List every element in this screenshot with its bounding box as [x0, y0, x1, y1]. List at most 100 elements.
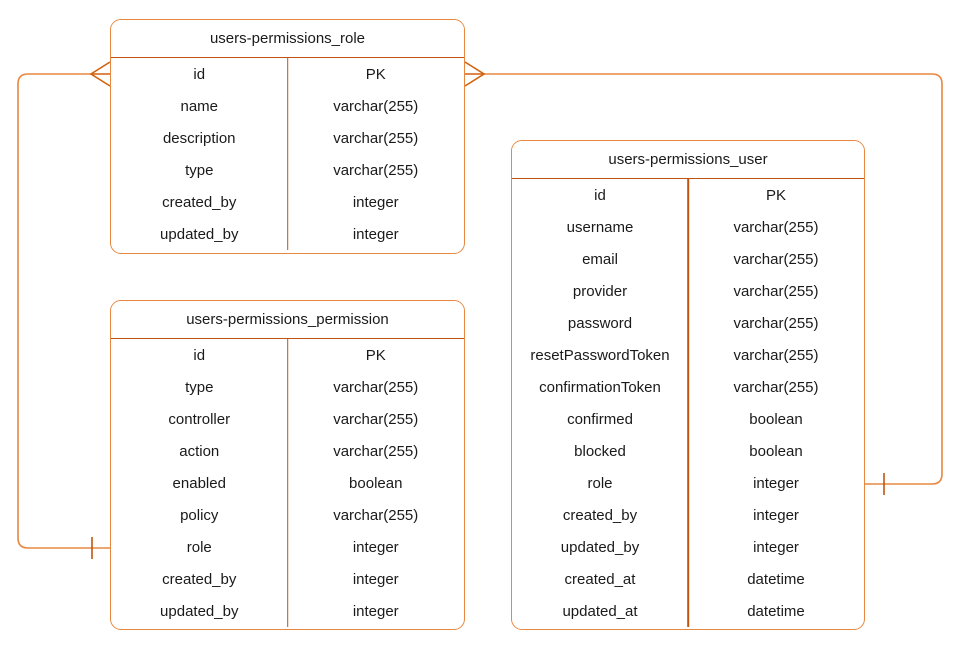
- column-divider-permission: [286, 339, 289, 627]
- entity-title-user: users-permissions_user: [512, 141, 864, 179]
- table-row[interactable]: updated_by integer: [512, 531, 864, 563]
- field-name: confirmed: [567, 410, 633, 428]
- table-row[interactable]: name varchar(255): [111, 90, 464, 122]
- field-name: policy: [180, 506, 219, 524]
- table-row[interactable]: blocked boolean: [512, 435, 864, 467]
- field-name: email: [582, 250, 618, 268]
- field-type: datetime: [747, 570, 805, 588]
- table-row[interactable]: id PK: [512, 179, 864, 211]
- field-type: varchar(255): [333, 378, 419, 396]
- entity-users-permissions-role[interactable]: users-permissions_role id PK name varcha…: [110, 19, 465, 254]
- column-divider-role: [286, 58, 289, 250]
- table-row[interactable]: role integer: [111, 531, 464, 563]
- field-name: resetPasswordToken: [530, 346, 670, 364]
- field-name: enabled: [172, 474, 226, 492]
- field-name: password: [567, 314, 633, 332]
- entity-title-role: users-permissions_role: [111, 20, 464, 58]
- table-row[interactable]: confirmationToken varchar(255): [512, 371, 864, 403]
- table-row[interactable]: description varchar(255): [111, 122, 464, 154]
- field-type: integer: [352, 225, 399, 243]
- field-name: updated_at: [562, 602, 638, 620]
- field-name: action: [179, 442, 220, 460]
- field-type: varchar(255): [333, 97, 419, 115]
- field-name: confirmationToken: [539, 378, 661, 396]
- table-row[interactable]: provider varchar(255): [512, 275, 864, 307]
- field-type: varchar(255): [333, 442, 419, 460]
- field-name: created_by: [562, 506, 638, 524]
- field-type: varchar(255): [733, 282, 819, 300]
- field-name: controller: [168, 410, 231, 428]
- entity-users-permissions-permission[interactable]: users-permissions_permission id PK type …: [110, 300, 465, 630]
- field-name: updated_by: [560, 538, 640, 556]
- crowsfoot-many-marker-role-left: [89, 61, 111, 87]
- field-name: created_at: [564, 570, 636, 588]
- table-row[interactable]: updated_by integer: [111, 218, 464, 250]
- field-type: integer: [352, 570, 399, 588]
- field-type: varchar(255): [733, 250, 819, 268]
- entity-body-user: id PK username varchar(255) email varcha…: [512, 179, 864, 627]
- table-row[interactable]: id PK: [111, 58, 464, 90]
- table-row[interactable]: resetPasswordToken varchar(255): [512, 339, 864, 371]
- table-row[interactable]: created_by integer: [111, 563, 464, 595]
- field-name: updated_by: [160, 602, 239, 620]
- table-row[interactable]: password varchar(255): [512, 307, 864, 339]
- field-name: created_by: [162, 570, 237, 588]
- table-row[interactable]: created_by integer: [512, 499, 864, 531]
- field-name: description: [162, 129, 236, 147]
- field-type: varchar(255): [733, 218, 819, 236]
- entity-body-role: id PK name varchar(255) description varc…: [111, 58, 464, 250]
- entity-users-permissions-user[interactable]: users-permissions_user id PK username va…: [511, 140, 865, 630]
- field-type: varchar(255): [733, 378, 819, 396]
- table-row[interactable]: type varchar(255): [111, 154, 464, 186]
- table-row[interactable]: created_by integer: [111, 186, 464, 218]
- table-row[interactable]: role integer: [512, 467, 864, 499]
- field-type: boolean: [749, 410, 803, 428]
- field-name: id: [594, 186, 606, 204]
- table-row[interactable]: updated_by integer: [111, 595, 464, 627]
- table-row[interactable]: username varchar(255): [512, 211, 864, 243]
- entity-body-permission: id PK type varchar(255) controller varch…: [111, 339, 464, 627]
- field-type: datetime: [747, 602, 805, 620]
- field-type: integer: [352, 602, 399, 620]
- table-row[interactable]: action varchar(255): [111, 435, 464, 467]
- relationship-line-user-role[interactable]: [482, 73, 943, 485]
- field-name: id: [193, 346, 206, 364]
- field-name: name: [180, 97, 219, 115]
- field-type: varchar(255): [733, 346, 819, 364]
- field-name: blocked: [574, 442, 626, 460]
- field-type: integer: [753, 538, 799, 556]
- table-row[interactable]: type varchar(255): [111, 371, 464, 403]
- relationship-line-permission-role[interactable]: [17, 73, 110, 549]
- field-type: varchar(255): [733, 314, 819, 332]
- table-row[interactable]: created_at datetime: [512, 563, 864, 595]
- field-type: integer: [352, 193, 399, 211]
- table-row[interactable]: policy varchar(255): [111, 499, 464, 531]
- field-type: boolean: [349, 474, 403, 492]
- field-name: type: [185, 161, 214, 179]
- field-type: integer: [753, 506, 799, 524]
- field-type: varchar(255): [333, 129, 419, 147]
- field-type: integer: [352, 538, 399, 556]
- field-name: id: [193, 65, 206, 83]
- table-row[interactable]: enabled boolean: [111, 467, 464, 499]
- field-name: type: [185, 378, 214, 396]
- table-row[interactable]: email varchar(255): [512, 243, 864, 275]
- field-name: provider: [572, 282, 628, 300]
- field-type: varchar(255): [333, 506, 419, 524]
- field-name: updated_by: [160, 225, 239, 243]
- table-row[interactable]: updated_at datetime: [512, 595, 864, 627]
- table-row[interactable]: controller varchar(255): [111, 403, 464, 435]
- field-name: role: [186, 538, 212, 556]
- entity-title-permission: users-permissions_permission: [111, 301, 464, 339]
- field-name: username: [566, 218, 634, 236]
- field-type: integer: [753, 474, 799, 492]
- field-type: varchar(255): [333, 161, 419, 179]
- field-name: created_by: [162, 193, 237, 211]
- field-name: role: [587, 474, 613, 492]
- field-type: boolean: [749, 442, 803, 460]
- crowsfoot-many-marker-role-right: [464, 61, 486, 87]
- table-row[interactable]: confirmed boolean: [512, 403, 864, 435]
- table-row[interactable]: id PK: [111, 339, 464, 371]
- field-type: PK: [365, 65, 386, 83]
